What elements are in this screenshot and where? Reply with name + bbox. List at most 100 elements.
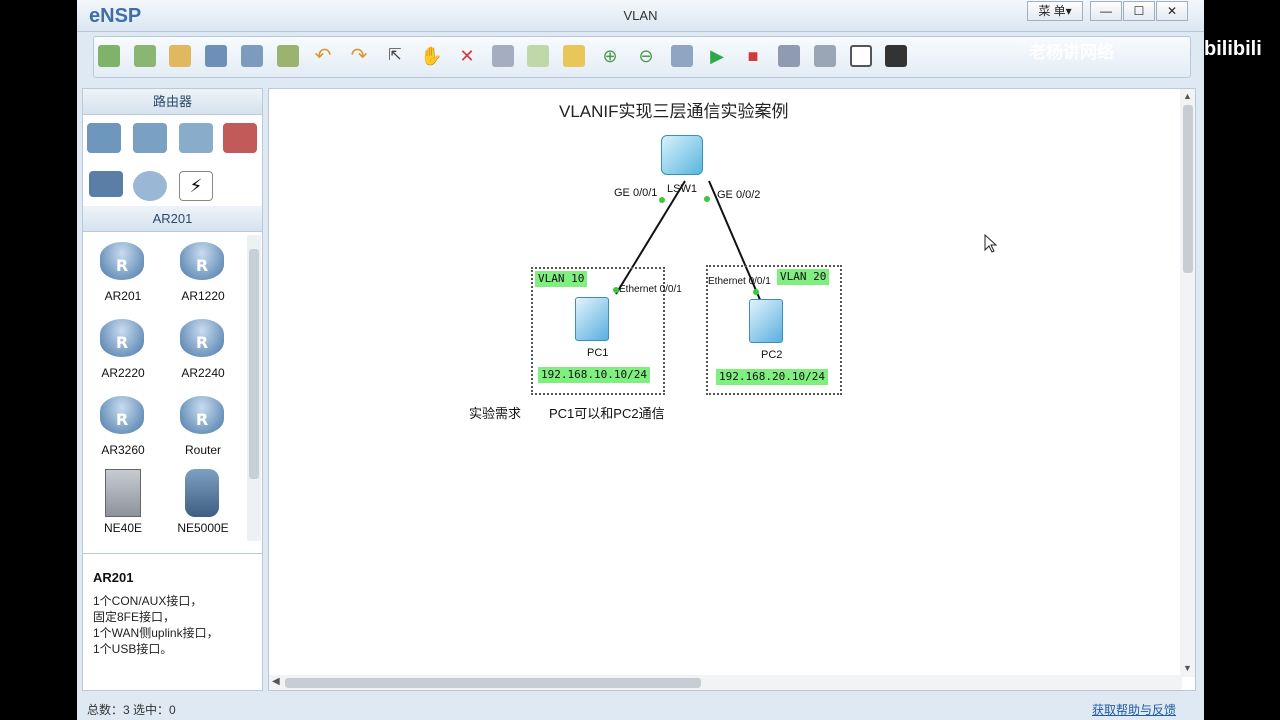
firewall-category-icon[interactable] bbox=[223, 123, 257, 153]
requirement-text: PC1可以和PC2通信 bbox=[549, 406, 665, 421]
device-list-header: AR201 bbox=[83, 206, 262, 232]
device-sidebar: 路由器 ⚡ AR201 R AR201 R AR1220 R AR2220 R … bbox=[82, 88, 263, 691]
close-button[interactable]: ✕ bbox=[1156, 1, 1188, 21]
watermark-text: 老杨讲网络 bbox=[1029, 43, 1114, 62]
delete-link-icon[interactable] bbox=[492, 45, 514, 67]
menu-button[interactable]: 菜 单▾ bbox=[1027, 1, 1083, 21]
ar201-router-icon[interactable]: R bbox=[100, 242, 144, 280]
switch-label: LSW1 bbox=[667, 183, 697, 195]
pan-hand-icon[interactable]: ✋ bbox=[420, 46, 443, 66]
cable-category-icon[interactable]: ⚡ bbox=[179, 171, 213, 201]
scroll-up-icon[interactable]: ▲ bbox=[1183, 91, 1192, 101]
description-line: 固定8FE接口， bbox=[93, 610, 176, 624]
scroll-down-icon[interactable]: ▼ bbox=[1183, 663, 1192, 673]
vlan20-area[interactable] bbox=[706, 265, 842, 395]
zoom-in-icon[interactable]: ⊕ bbox=[602, 46, 618, 66]
port-label-left: GE 0/0/1 bbox=[614, 187, 658, 199]
status-bar: 总数：3 选中：0 获取帮助与反馈 bbox=[77, 696, 1204, 720]
vlan10-tag: VLAN 10 bbox=[535, 271, 588, 287]
undo-icon[interactable]: ↶ bbox=[314, 45, 332, 67]
ne5000e-chassis-icon[interactable] bbox=[185, 469, 219, 517]
port-dot bbox=[753, 289, 759, 295]
topology-icon[interactable] bbox=[814, 45, 836, 67]
app-logo: eNSP bbox=[89, 5, 141, 28]
minimize-button[interactable]: — bbox=[1090, 1, 1122, 21]
device-label: AR2220 bbox=[101, 366, 145, 380]
canvas-vscrollbar[interactable]: ▲ ▼ bbox=[1180, 89, 1195, 677]
pc1-label: PC1 bbox=[587, 347, 609, 359]
mouse-cursor-icon bbox=[984, 233, 998, 253]
redo-icon[interactable]: ↷ bbox=[350, 45, 368, 67]
pc2-eth-label: Ethernet 0/0/1 bbox=[708, 276, 771, 287]
device-description: AR201 1个CON/AUX接口， 固定8FE接口， 1个WAN侧uplink… bbox=[83, 553, 262, 690]
hscroll-thumb[interactable] bbox=[285, 678, 701, 688]
screenshot-icon[interactable] bbox=[885, 45, 907, 67]
device-label: AR2240 bbox=[181, 366, 225, 380]
open-icon[interactable] bbox=[169, 45, 191, 67]
canvas-hscrollbar[interactable]: ◀ bbox=[269, 675, 1182, 690]
vscroll-thumb[interactable] bbox=[1183, 105, 1193, 273]
save-icon[interactable] bbox=[205, 45, 227, 67]
device-label: AR201 bbox=[104, 289, 142, 303]
toolbar: ↶ ↷ ⇱ ✋ ✕ ⊕ ⊖ ▶ ■ bbox=[93, 36, 1191, 78]
new-example-icon[interactable] bbox=[134, 45, 156, 67]
device-label: NE40E bbox=[103, 521, 143, 535]
ar2240-router-icon[interactable]: R bbox=[180, 319, 224, 357]
app-logo-text: eNSP bbox=[89, 5, 142, 27]
topology-canvas[interactable]: VLANIF实现三层通信实验案例 LSW1 GE 0/0/1 GE 0/0/2 … bbox=[268, 88, 1196, 691]
scroll-left-icon[interactable]: ◀ bbox=[272, 676, 280, 687]
interface-icon[interactable] bbox=[850, 45, 872, 67]
zoom-out-icon[interactable]: ⊖ bbox=[638, 46, 654, 66]
print-icon[interactable] bbox=[277, 45, 299, 67]
pc2-label: PC2 bbox=[761, 349, 783, 361]
new-topology-icon[interactable] bbox=[98, 45, 120, 67]
maximize-button[interactable]: ☐ bbox=[1123, 1, 1155, 21]
capture-icon[interactable] bbox=[778, 45, 800, 67]
rectangle-icon[interactable] bbox=[563, 45, 585, 67]
port-dot bbox=[613, 287, 619, 293]
pc-category-icon[interactable] bbox=[89, 171, 123, 197]
fit-icon[interactable] bbox=[671, 45, 693, 67]
help-feedback-link[interactable]: 获取帮助与反馈 bbox=[1092, 703, 1177, 717]
description-line: 1个WAN侧uplink接口， bbox=[93, 626, 219, 640]
ne40e-chassis-icon[interactable] bbox=[105, 469, 141, 517]
delete-icon[interactable]: ✕ bbox=[459, 46, 475, 66]
device-label: AR1220 bbox=[181, 289, 225, 303]
bilibili-watermark-panel: bilibili bbox=[1204, 0, 1280, 720]
stop-icon[interactable]: ■ bbox=[747, 46, 759, 66]
ar1220-router-icon[interactable]: R bbox=[180, 242, 224, 280]
vlan20-tag: VLAN 20 bbox=[777, 269, 830, 285]
wireless-category-icon[interactable] bbox=[179, 123, 213, 153]
scroll-thumb[interactable] bbox=[249, 249, 259, 479]
save-as-icon[interactable] bbox=[241, 45, 263, 67]
port-dot bbox=[704, 196, 710, 202]
title-bar: eNSP VLAN 菜 单▾ — ☐ ✕ bbox=[77, 0, 1204, 32]
cloud-category-icon[interactable] bbox=[133, 171, 167, 201]
topology-title: VLANIF实现三层通信实验案例 bbox=[559, 102, 789, 121]
pc2-ip-tag: 192.168.20.10/24 bbox=[716, 369, 828, 385]
ar3260-router-icon[interactable]: R bbox=[100, 396, 144, 434]
pc1-eth-label: Ethernet 0/0/1 bbox=[619, 284, 682, 295]
link-lsw1-pc1 bbox=[615, 180, 686, 295]
device-label: NE5000E bbox=[177, 521, 229, 535]
router-category-icon[interactable] bbox=[87, 123, 121, 153]
bilibili-logo: bilibili bbox=[1204, 38, 1262, 60]
port-label-right: GE 0/0/2 bbox=[717, 189, 761, 201]
description-line: 1个CON/AUX接口， bbox=[93, 594, 203, 608]
device-list-scrollbar[interactable] bbox=[247, 235, 261, 541]
vlan10-area[interactable] bbox=[531, 267, 665, 395]
ar2220-router-icon[interactable]: R bbox=[100, 319, 144, 357]
topology-links bbox=[613, 180, 998, 303]
text-icon[interactable] bbox=[527, 45, 549, 67]
switch-category-icon[interactable] bbox=[133, 123, 167, 153]
pc1-icon[interactable] bbox=[575, 297, 609, 341]
router-icon[interactable]: R bbox=[180, 396, 224, 434]
start-icon[interactable]: ▶ bbox=[710, 46, 724, 66]
switch-icon[interactable] bbox=[661, 135, 703, 175]
pc2-icon[interactable] bbox=[749, 299, 783, 343]
device-label: AR3260 bbox=[101, 443, 145, 457]
description-line: 1个USB接口。 bbox=[93, 642, 173, 656]
select-icon[interactable]: ⇱ bbox=[388, 47, 402, 64]
link-lsw1-pc2 bbox=[708, 180, 762, 303]
pc1-ip-tag: 192.168.10.10/24 bbox=[538, 367, 650, 383]
